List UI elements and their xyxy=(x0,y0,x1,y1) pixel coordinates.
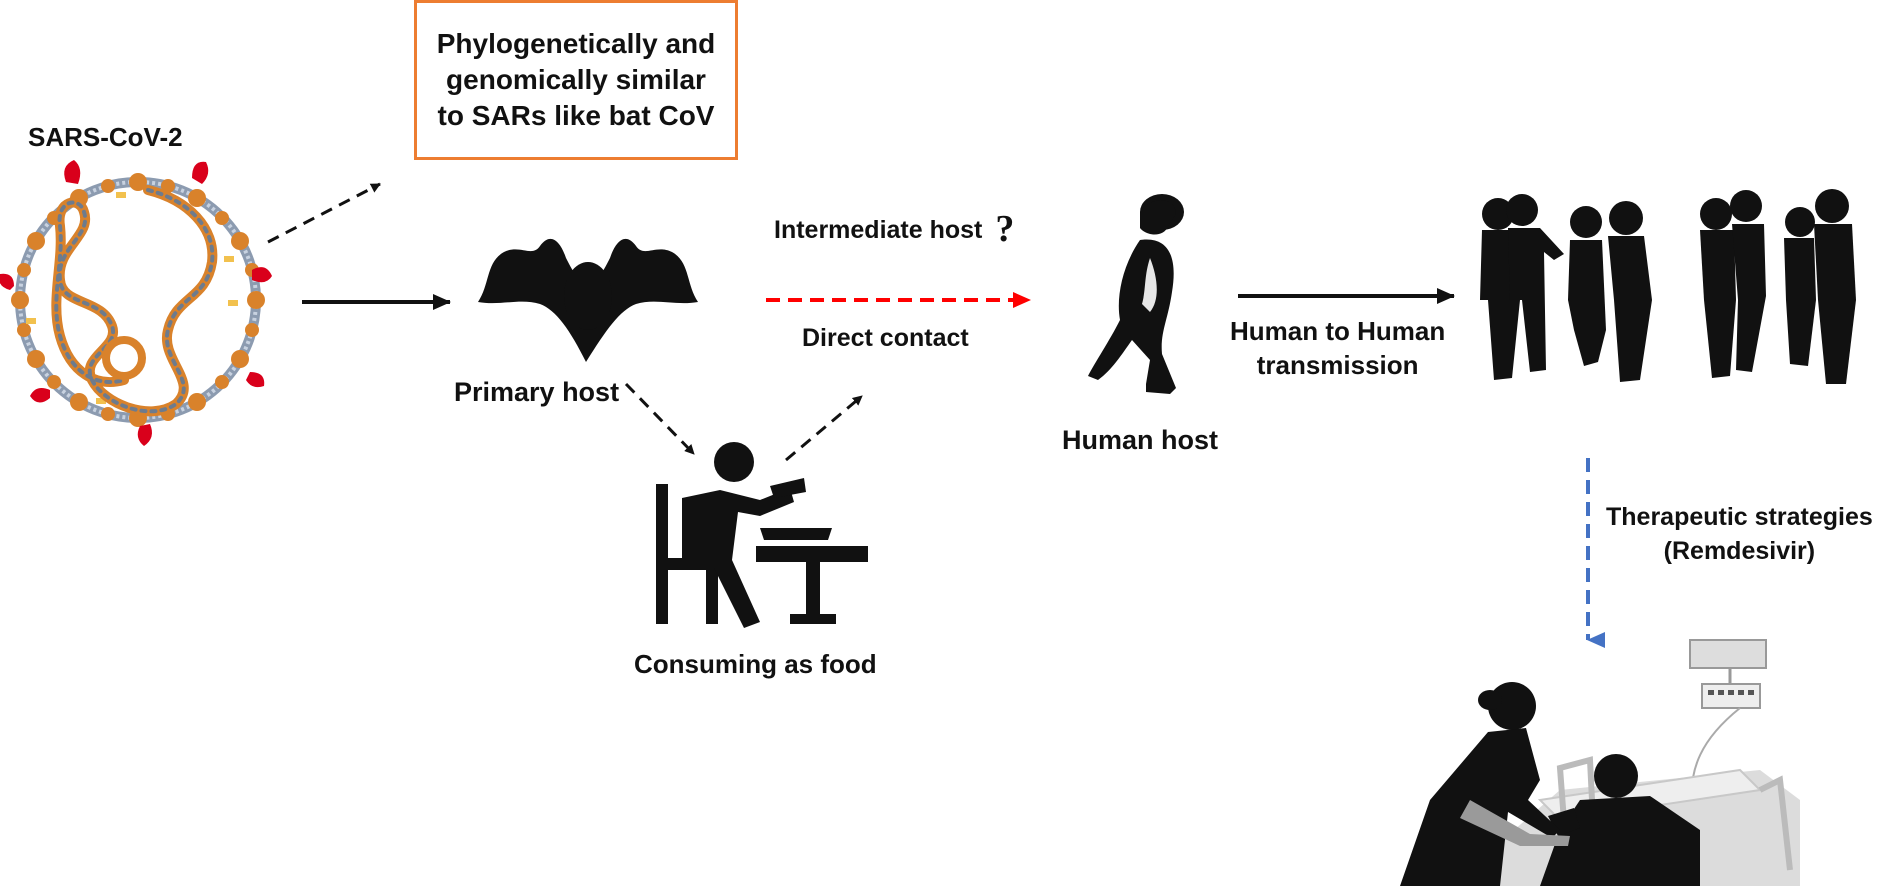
virus-icon xyxy=(0,160,272,446)
human-host-icon xyxy=(1088,194,1184,394)
transmission-line-1: Human to Human xyxy=(1230,316,1446,346)
person-eating-icon xyxy=(656,442,868,628)
intermediate-host-label: Intermediate host ? xyxy=(774,210,1014,248)
transmission-line-2: transmission xyxy=(1256,350,1419,380)
origin-box-line-2: genomically similar xyxy=(446,64,706,95)
therapy-line-2: (Remdesivir) xyxy=(1663,537,1816,565)
intermediate-host-text: Intermediate host xyxy=(774,216,983,244)
arrow-virus-to-origin xyxy=(267,182,381,244)
virus-label: SARS-CoV-2 xyxy=(28,122,183,152)
direct-contact-label: Direct contact xyxy=(802,324,969,352)
arrow-food-to-contact xyxy=(785,394,863,462)
human-group-icon xyxy=(1480,189,1856,384)
transmission-label: Human to Human transmission xyxy=(1230,314,1445,382)
origin-box-line-3: to SARs like bat CoV xyxy=(437,100,715,131)
therapy-line-1: Therapeutic strategies xyxy=(1606,503,1873,531)
food-label: Consuming as food xyxy=(634,649,877,679)
origin-box-line-1: Phylogenetically and xyxy=(436,28,716,59)
bat-icon xyxy=(478,238,698,362)
hospital-treatment-icon xyxy=(1400,639,1800,886)
origin-similarity-box: Phylogenetically and genomically similar… xyxy=(414,0,738,160)
primary-host-label: Primary host xyxy=(454,377,620,407)
arrow-bat-to-food xyxy=(624,382,696,456)
intermediate-question-mark: ? xyxy=(995,208,1015,250)
therapy-label: Therapeutic strategies (Remdesivir) xyxy=(1606,500,1873,568)
human-host-label: Human host xyxy=(1062,425,1219,455)
